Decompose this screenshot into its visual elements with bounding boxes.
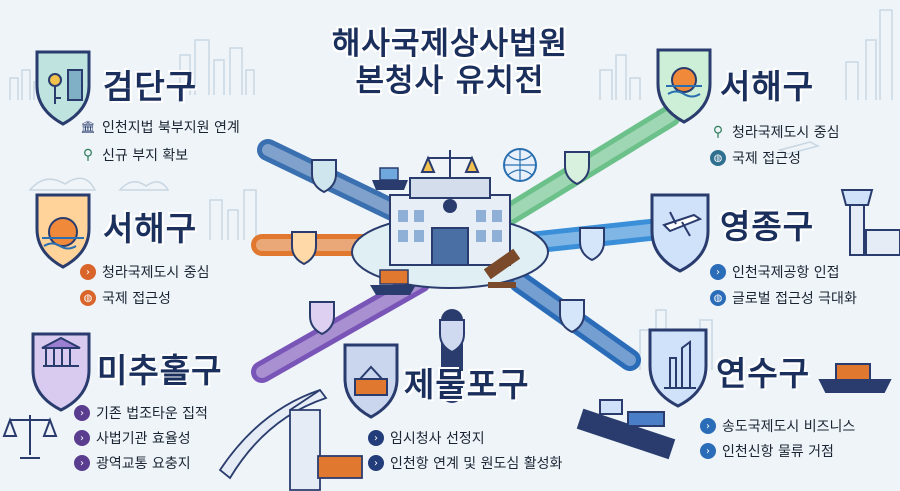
district-seohae-left-name: 서해구 xyxy=(103,209,198,248)
chevron-right-icon: › xyxy=(368,430,384,446)
page-title-line-2: 본청사 유치전 xyxy=(355,63,545,99)
district-seohae-right-name: 서해구 xyxy=(720,67,815,106)
district-michuhol-name: 미추홀구 xyxy=(97,351,223,390)
district-jemulpo-name: 제물포구 xyxy=(404,365,530,404)
chevron-right-icon: › xyxy=(368,455,384,471)
courthouse-illustration xyxy=(389,150,511,266)
district-geomdan-item-2: ⚲신규 부지 확보 xyxy=(80,145,188,165)
district-seohae-right-item-1: ⚲청라국제도시 중심 xyxy=(710,122,840,142)
district-yeonsu-item-2: ›인천신항 물류 거점 xyxy=(700,441,834,461)
district-michuhol-item-1: ›기존 법조타운 집적 xyxy=(74,403,208,423)
district-seohae-left-item-1: ›청라국제도시 중심 xyxy=(80,262,210,282)
chevron-right-icon: › xyxy=(710,264,726,280)
chevron-right-icon: › xyxy=(74,405,90,421)
district-seohae-right-item-2: ◍국제 접근성 xyxy=(710,148,801,168)
globe-icon: ◍ xyxy=(710,150,726,166)
globe-icon: ◍ xyxy=(80,290,96,306)
location-pin-icon: ⚲ xyxy=(82,147,94,163)
district-jemulpo-item-1: ›임시청사 선정지 xyxy=(368,428,485,448)
chevron-right-icon: › xyxy=(74,455,90,471)
shield-yeonsu xyxy=(648,328,708,408)
chevron-right-icon: › xyxy=(80,264,96,280)
district-jemulpo-item-2: ›인천항 연계 및 원도심 활성화 xyxy=(368,453,562,473)
globe-icon: ◍ xyxy=(710,290,726,306)
district-yeonsu-item-1: ›송도국제도시 비즈니스 xyxy=(700,416,855,436)
district-yeongjong-name: 영종구 xyxy=(720,207,815,246)
district-michuhol-item-3: ›광역교통 요충지 xyxy=(74,453,191,473)
page-title: 해사국제상사법원 본청사 유치전 xyxy=(300,26,600,100)
page-title-line-1: 해사국제상사법원 xyxy=(331,26,569,62)
district-geomdan-item-1: 🏛인천지법 북부지원 연계 xyxy=(80,120,240,136)
district-seohae-left-item-2: ◍국제 접근성 xyxy=(80,288,171,308)
chevron-right-icon: › xyxy=(700,418,716,434)
district-michuhol-item-2: ›사법기관 효율성 xyxy=(74,428,191,448)
location-pin-icon: ⚲ xyxy=(712,124,724,140)
district-geomdan-name: 검단구 xyxy=(103,67,198,106)
chevron-right-icon: › xyxy=(700,443,716,459)
district-yeongjong-item-1: ›인천국제공항 인접 xyxy=(710,262,840,282)
shield-yeongjong xyxy=(650,193,710,273)
district-yeongjong-item-2: ◍글로벌 접근성 극대화 xyxy=(710,288,857,308)
chevron-right-icon: › xyxy=(74,430,90,446)
courthouse-icon: 🏛 xyxy=(80,120,96,134)
district-yeonsu-name: 연수구 xyxy=(716,354,811,393)
